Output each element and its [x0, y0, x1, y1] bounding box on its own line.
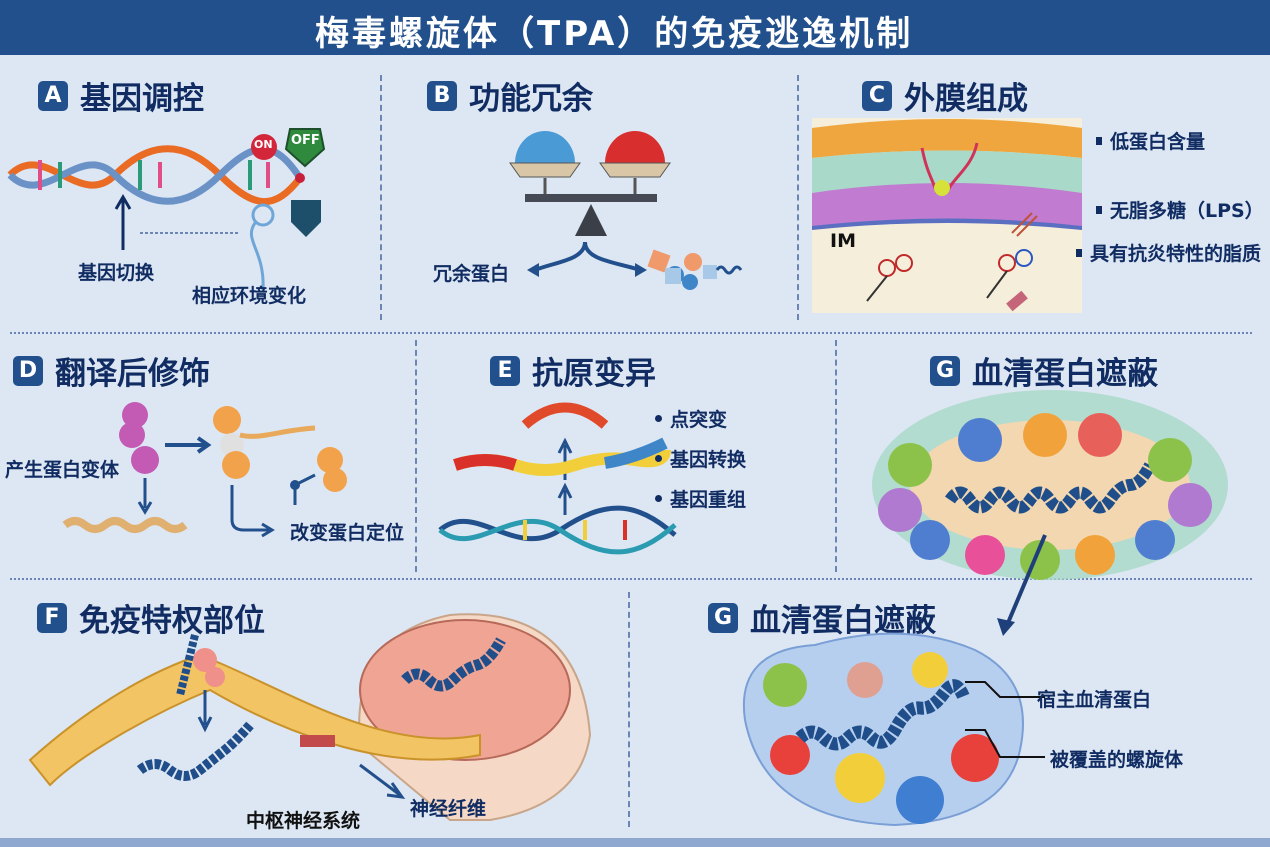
cns-label: 中枢神经系统 — [246, 810, 361, 832]
inner-membrane-label: IM — [830, 230, 856, 252]
bullet-text: 低蛋白含量 — [1110, 131, 1206, 153]
panel-heading: 免疫特权部位 — [79, 603, 265, 639]
page-title: 梅毒螺旋体（TPA）的免疫逃逸机制 — [315, 14, 914, 54]
host-serum-protein-label: 宿主血清蛋白 — [1037, 689, 1152, 711]
divider — [835, 340, 837, 572]
panel-badge: D — [13, 355, 43, 386]
panel-badge: F — [37, 602, 67, 633]
serum-protein-ring-icon — [872, 390, 1228, 580]
panel-title: G 血清蛋白遮蔽 — [930, 348, 1158, 393]
panel-title: B 功能冗余 — [427, 73, 593, 118]
protein-modification-icon — [62, 402, 347, 538]
divider — [628, 592, 630, 827]
bullet-item: 点突变 — [655, 405, 727, 432]
panel-title: C 外膜组成 — [862, 73, 1028, 118]
gene-switch-label: 基因切换 — [78, 262, 155, 284]
balance-scale-icon — [509, 131, 671, 236]
on-label: ON — [254, 138, 273, 151]
protein-variant-label: 产生蛋白变体 — [5, 459, 120, 481]
panel-title: D 翻译后修饰 — [13, 348, 210, 393]
environment-change-label: 相应环境变化 — [192, 285, 307, 307]
panel-badge: G — [708, 602, 738, 633]
panel-heading: 基因调控 — [80, 81, 204, 117]
switch-arrow-icon — [114, 194, 321, 291]
header-bar: 梅毒螺旋体（TPA）的免疫逃逸机制 — [0, 0, 1270, 55]
divider — [415, 340, 417, 572]
bullet-text: 无脂多糖（LPS） — [1110, 200, 1264, 222]
bullet-text: 基因重组 — [670, 489, 747, 511]
panel-heading: 外膜组成 — [904, 81, 1028, 117]
divider — [797, 75, 799, 320]
panel-heading: 功能冗余 — [469, 81, 593, 117]
antigen-variation-icon — [438, 402, 677, 555]
panel-title: E 抗原变异 — [490, 348, 656, 393]
footer-bar — [0, 838, 1270, 847]
covered-spirochete-icon — [742, 534, 1047, 827]
panel-title: F 免疫特权部位 — [37, 595, 265, 640]
bullet-item: 无脂多糖（LPS） — [1096, 196, 1264, 223]
divider — [10, 332, 1252, 334]
label-leader-lines — [965, 681, 1045, 758]
bullet-text: 基因转换 — [670, 449, 747, 471]
brain-nerve-icon — [28, 613, 592, 821]
panel-heading: 血清蛋白遮蔽 — [972, 356, 1158, 392]
panel-title: A 基因调控 — [38, 73, 204, 118]
divider — [380, 75, 382, 320]
panel-badge: G — [930, 355, 960, 386]
off-label: OFF — [291, 133, 320, 148]
bullet-item: 具有抗炎特性的脂质 — [1076, 239, 1261, 266]
panel-badge: E — [490, 355, 520, 386]
nerve-fiber-label: 神经纤维 — [410, 798, 487, 820]
panel-heading: 抗原变异 — [532, 356, 656, 392]
divider — [10, 578, 1252, 580]
bullet-item: 基因重组 — [655, 485, 746, 512]
panel-heading: 翻译后修饰 — [55, 356, 210, 392]
protein-location-label: 改变蛋白定位 — [290, 522, 405, 544]
on-off-switch-icon — [251, 128, 326, 168]
redundant-protein-arrows-icon — [527, 241, 743, 290]
covered-spirochete-label: 被覆盖的螺旋体 — [1050, 749, 1184, 771]
bullet-item: 基因转换 — [655, 445, 746, 472]
bullet-text: 具有抗炎特性的脂质 — [1090, 243, 1262, 265]
panel-badge: C — [862, 80, 892, 111]
bullet-item: 低蛋白含量 — [1096, 127, 1205, 154]
membrane-cross-section-icon — [812, 118, 1082, 313]
panel-badge: A — [38, 80, 68, 111]
redundant-protein-label: 冗余蛋白 — [433, 263, 510, 285]
panel-badge: B — [427, 80, 457, 111]
bullet-text: 点突变 — [670, 409, 728, 431]
